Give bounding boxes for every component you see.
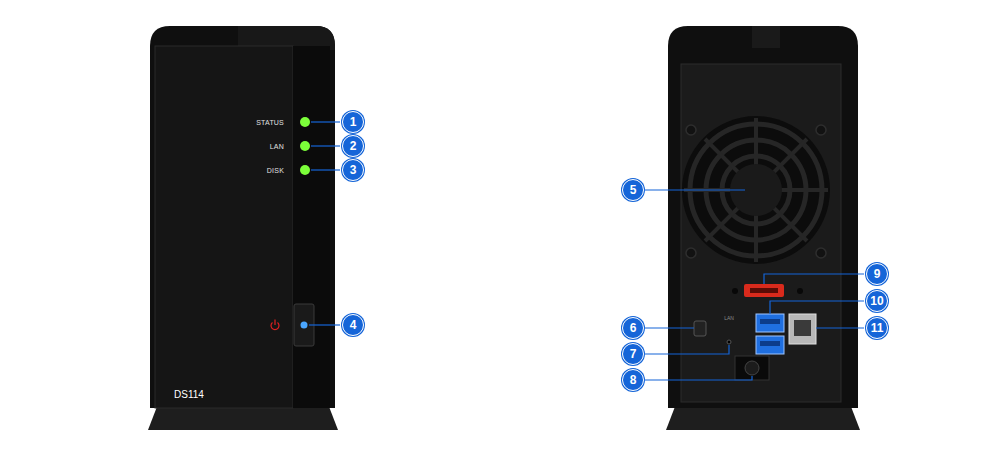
front-side-strip: [293, 46, 330, 408]
power-jack: [745, 361, 759, 375]
disk-led: [300, 165, 310, 175]
lan-socket: [794, 320, 811, 336]
kensington-slot: [694, 321, 706, 336]
callout-number: 8: [622, 369, 644, 391]
reset-button: [727, 340, 731, 344]
usb-port: [756, 314, 784, 332]
esata-slot: [750, 288, 778, 293]
callout-number: 3: [342, 159, 364, 181]
fan-screws: [686, 125, 826, 258]
leader-lines: [309, 122, 340, 325]
power-icon: [271, 320, 279, 330]
status-led: [300, 117, 310, 127]
back-housing: [668, 26, 858, 408]
front-housing: [150, 26, 335, 408]
usb-tongue: [760, 319, 780, 324]
callout-number: 4: [342, 314, 364, 336]
led-label: DISK: [267, 167, 284, 174]
front-panel: [155, 46, 293, 408]
led-label: STATUS: [256, 119, 284, 126]
back-view: [645, 26, 864, 430]
callout-number: 6: [622, 317, 644, 339]
callout-number: 11: [866, 317, 888, 339]
esata-port: [744, 284, 784, 297]
callout-number: 5: [622, 179, 644, 201]
front-view: [148, 26, 340, 430]
back-panel: [681, 64, 841, 402]
power-led: [301, 322, 308, 329]
callout-number: 1: [342, 111, 364, 133]
leader-lines: [645, 190, 864, 380]
model-name: DS114: [174, 390, 204, 400]
port-label: LAN: [724, 316, 734, 321]
usb-port: [756, 336, 784, 354]
usb-tongue: [760, 341, 780, 346]
lan-port: [789, 314, 816, 344]
back-top-notch: [752, 26, 780, 48]
callout-number: 7: [622, 343, 644, 365]
callout-number: 10: [866, 290, 888, 312]
led-label: LAN: [270, 143, 284, 150]
callout-number: 9: [866, 263, 888, 285]
lan-led: [300, 141, 310, 151]
callout-number: 2: [342, 135, 364, 157]
